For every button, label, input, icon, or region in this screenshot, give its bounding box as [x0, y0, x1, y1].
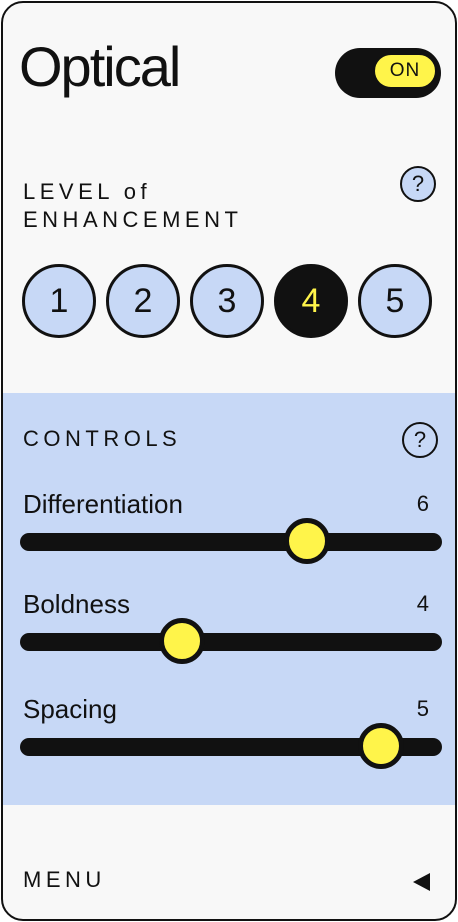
level-button-4[interactable]: 4	[274, 264, 348, 338]
level-button-2[interactable]: 2	[106, 264, 180, 338]
boldness-value: 4	[416, 591, 429, 616]
controls-heading: CONTROLS	[23, 426, 182, 451]
controls-section: CONTROLS Differentiation 6 Boldness 4 Sp…	[3, 393, 455, 805]
level-heading: LEVEL of ENHANCEMENT	[23, 178, 242, 234]
boldness-slider[interactable]	[20, 618, 442, 664]
boldness-slider-thumb[interactable]	[159, 618, 206, 664]
level-heading-line1: LEVEL of	[23, 179, 152, 204]
boldness-label: Boldness	[23, 589, 130, 619]
differentiation-label: Differentiation	[23, 489, 183, 519]
level-selector: 1 2 3 4 5	[22, 264, 432, 338]
menu-button[interactable]: MENU	[23, 867, 106, 892]
differentiation-slider-thumb[interactable]	[283, 518, 330, 564]
differentiation-value: 6	[416, 491, 429, 516]
power-toggle[interactable]: ON	[335, 48, 441, 98]
caret-left-icon[interactable]	[413, 873, 430, 891]
spacing-value: 5	[416, 696, 429, 721]
spacing-slider[interactable]	[20, 723, 442, 769]
toggle-label: ON	[373, 53, 437, 89]
spacing-label: Spacing	[23, 694, 117, 724]
controls-help-icon[interactable]: ?	[402, 422, 438, 458]
level-heading-line2: ENHANCEMENT	[23, 207, 243, 232]
level-button-5[interactable]: 5	[358, 264, 432, 338]
app-title: Optical	[19, 35, 181, 98]
level-button-1[interactable]: 1	[22, 264, 96, 338]
level-button-3[interactable]: 3	[190, 264, 264, 338]
differentiation-slider[interactable]	[20, 518, 442, 564]
level-help-icon[interactable]: ?	[400, 166, 436, 202]
spacing-slider-thumb[interactable]	[357, 723, 404, 769]
